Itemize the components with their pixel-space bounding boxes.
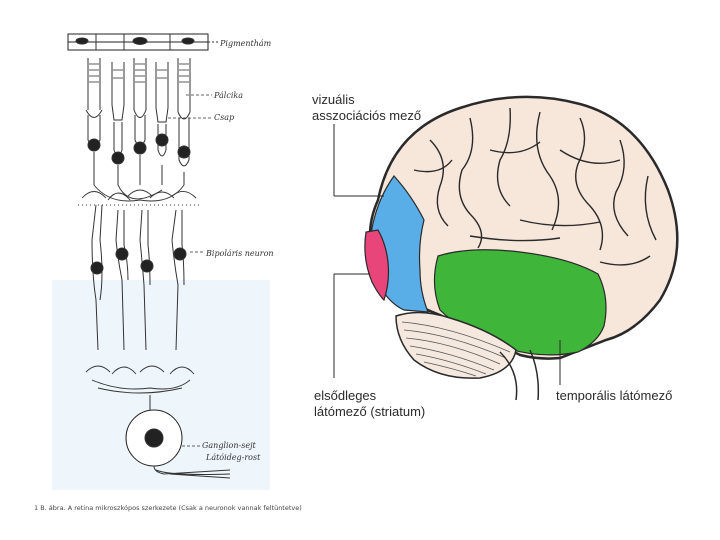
optic-nerve-label: Látóideg-rost xyxy=(205,453,261,462)
retina-caption: 1 B. ábra. A retina mikroszkópos szerkez… xyxy=(34,504,302,512)
visual-association-label-line2: asszociációs mező xyxy=(312,108,421,123)
inner-synaptic-layer xyxy=(85,365,195,394)
primary-visual-area xyxy=(364,229,390,302)
ganglion-cell-label: Ganglion-sejt xyxy=(202,441,257,450)
photoreceptor-row xyxy=(85,58,191,185)
cortex-folds xyxy=(413,107,657,266)
bipolar-neuron-label: Bipoláris neuron xyxy=(205,249,274,258)
outer-synaptic-layer xyxy=(78,184,200,206)
ganglion-cell xyxy=(125,395,231,479)
temporal-visual-label: temporális látómező xyxy=(556,388,672,403)
bipolar-neuron-row xyxy=(90,204,187,351)
retina-leader-lines xyxy=(168,94,212,447)
retina-diagram xyxy=(67,33,231,479)
brain-diagram xyxy=(333,95,679,401)
brain-stem xyxy=(499,349,540,401)
cone-label: Csap xyxy=(214,113,234,122)
pigment-layer-label: Pigmenthám xyxy=(219,39,272,48)
pigment-layer xyxy=(67,33,218,51)
cerebellum xyxy=(395,311,517,379)
primary-visual-label-line1: elsődleges xyxy=(314,388,377,403)
visual-association-label-line1: vizuális xyxy=(312,92,355,107)
primary-visual-label-line2: látómező (striatum) xyxy=(314,404,425,419)
rod-label: Pálcika xyxy=(213,91,243,100)
brain-leader-lines xyxy=(333,124,561,385)
